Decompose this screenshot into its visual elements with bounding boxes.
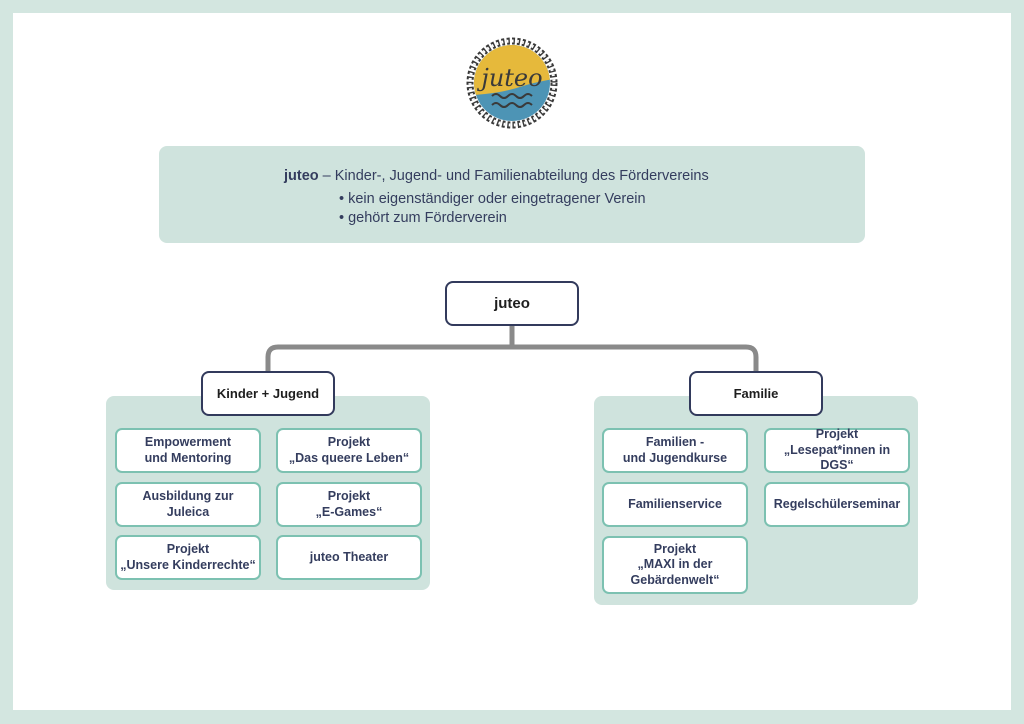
card-projekt-lesepaten-dgs[interactable]: Projekt „Lesepat*innen in DGS“ bbox=[764, 427, 910, 473]
card-empowerment-mentoring[interactable]: Empowerment und Mentoring bbox=[115, 428, 261, 473]
node-kinder-jugend[interactable]: Kinder + Jugend bbox=[201, 371, 335, 416]
card-projekt-kinderrechte[interactable]: Projekt „Unsere Kinderrechte“ bbox=[115, 535, 261, 580]
info-headline: juteo – Kinder-, Jugend- und Familienabt… bbox=[284, 168, 709, 184]
info-description: – Kinder-, Jugend- und Familienabteilung… bbox=[318, 168, 709, 184]
card-familienservice[interactable]: Familienservice bbox=[602, 482, 748, 527]
info-box: juteo – Kinder-, Jugend- und Familienabt… bbox=[159, 146, 865, 243]
logo-wave-icon bbox=[491, 93, 533, 99]
logo-rope-highlight bbox=[468, 39, 556, 127]
card-projekt-maxi-gebaerdenwelt[interactable]: Projekt „MAXI in der Gebärdenwelt“ bbox=[602, 536, 748, 594]
info-brand: juteo bbox=[284, 168, 319, 184]
info-bullet: • gehört zum Förderverein bbox=[339, 210, 507, 226]
info-bullet: • kein eigenständiger oder eingetragener… bbox=[339, 191, 646, 207]
node-familie[interactable]: Familie bbox=[689, 371, 823, 416]
card-juteo-theater[interactable]: juteo Theater bbox=[276, 535, 422, 580]
card-projekt-e-games[interactable]: Projekt „E-Games“ bbox=[276, 482, 422, 527]
card-projekt-queeres-leben[interactable]: Projekt „Das queere Leben“ bbox=[276, 428, 422, 473]
card-regelschuelerseminar[interactable]: Regelschülerseminar bbox=[764, 482, 910, 527]
logo-wordmark: juteo bbox=[476, 64, 542, 92]
juteo-logo: juteo bbox=[466, 37, 558, 129]
info-bullet-list: • kein eigenständiger oder eingetragener… bbox=[339, 190, 646, 228]
node-root-juteo[interactable]: juteo bbox=[445, 281, 579, 326]
card-ausbildung-juleica[interactable]: Ausbildung zur Juleica bbox=[115, 482, 261, 527]
card-familien-jugendkurse[interactable]: Familien - und Jugendkurse bbox=[602, 428, 748, 473]
logo-wave-icon bbox=[491, 102, 533, 108]
